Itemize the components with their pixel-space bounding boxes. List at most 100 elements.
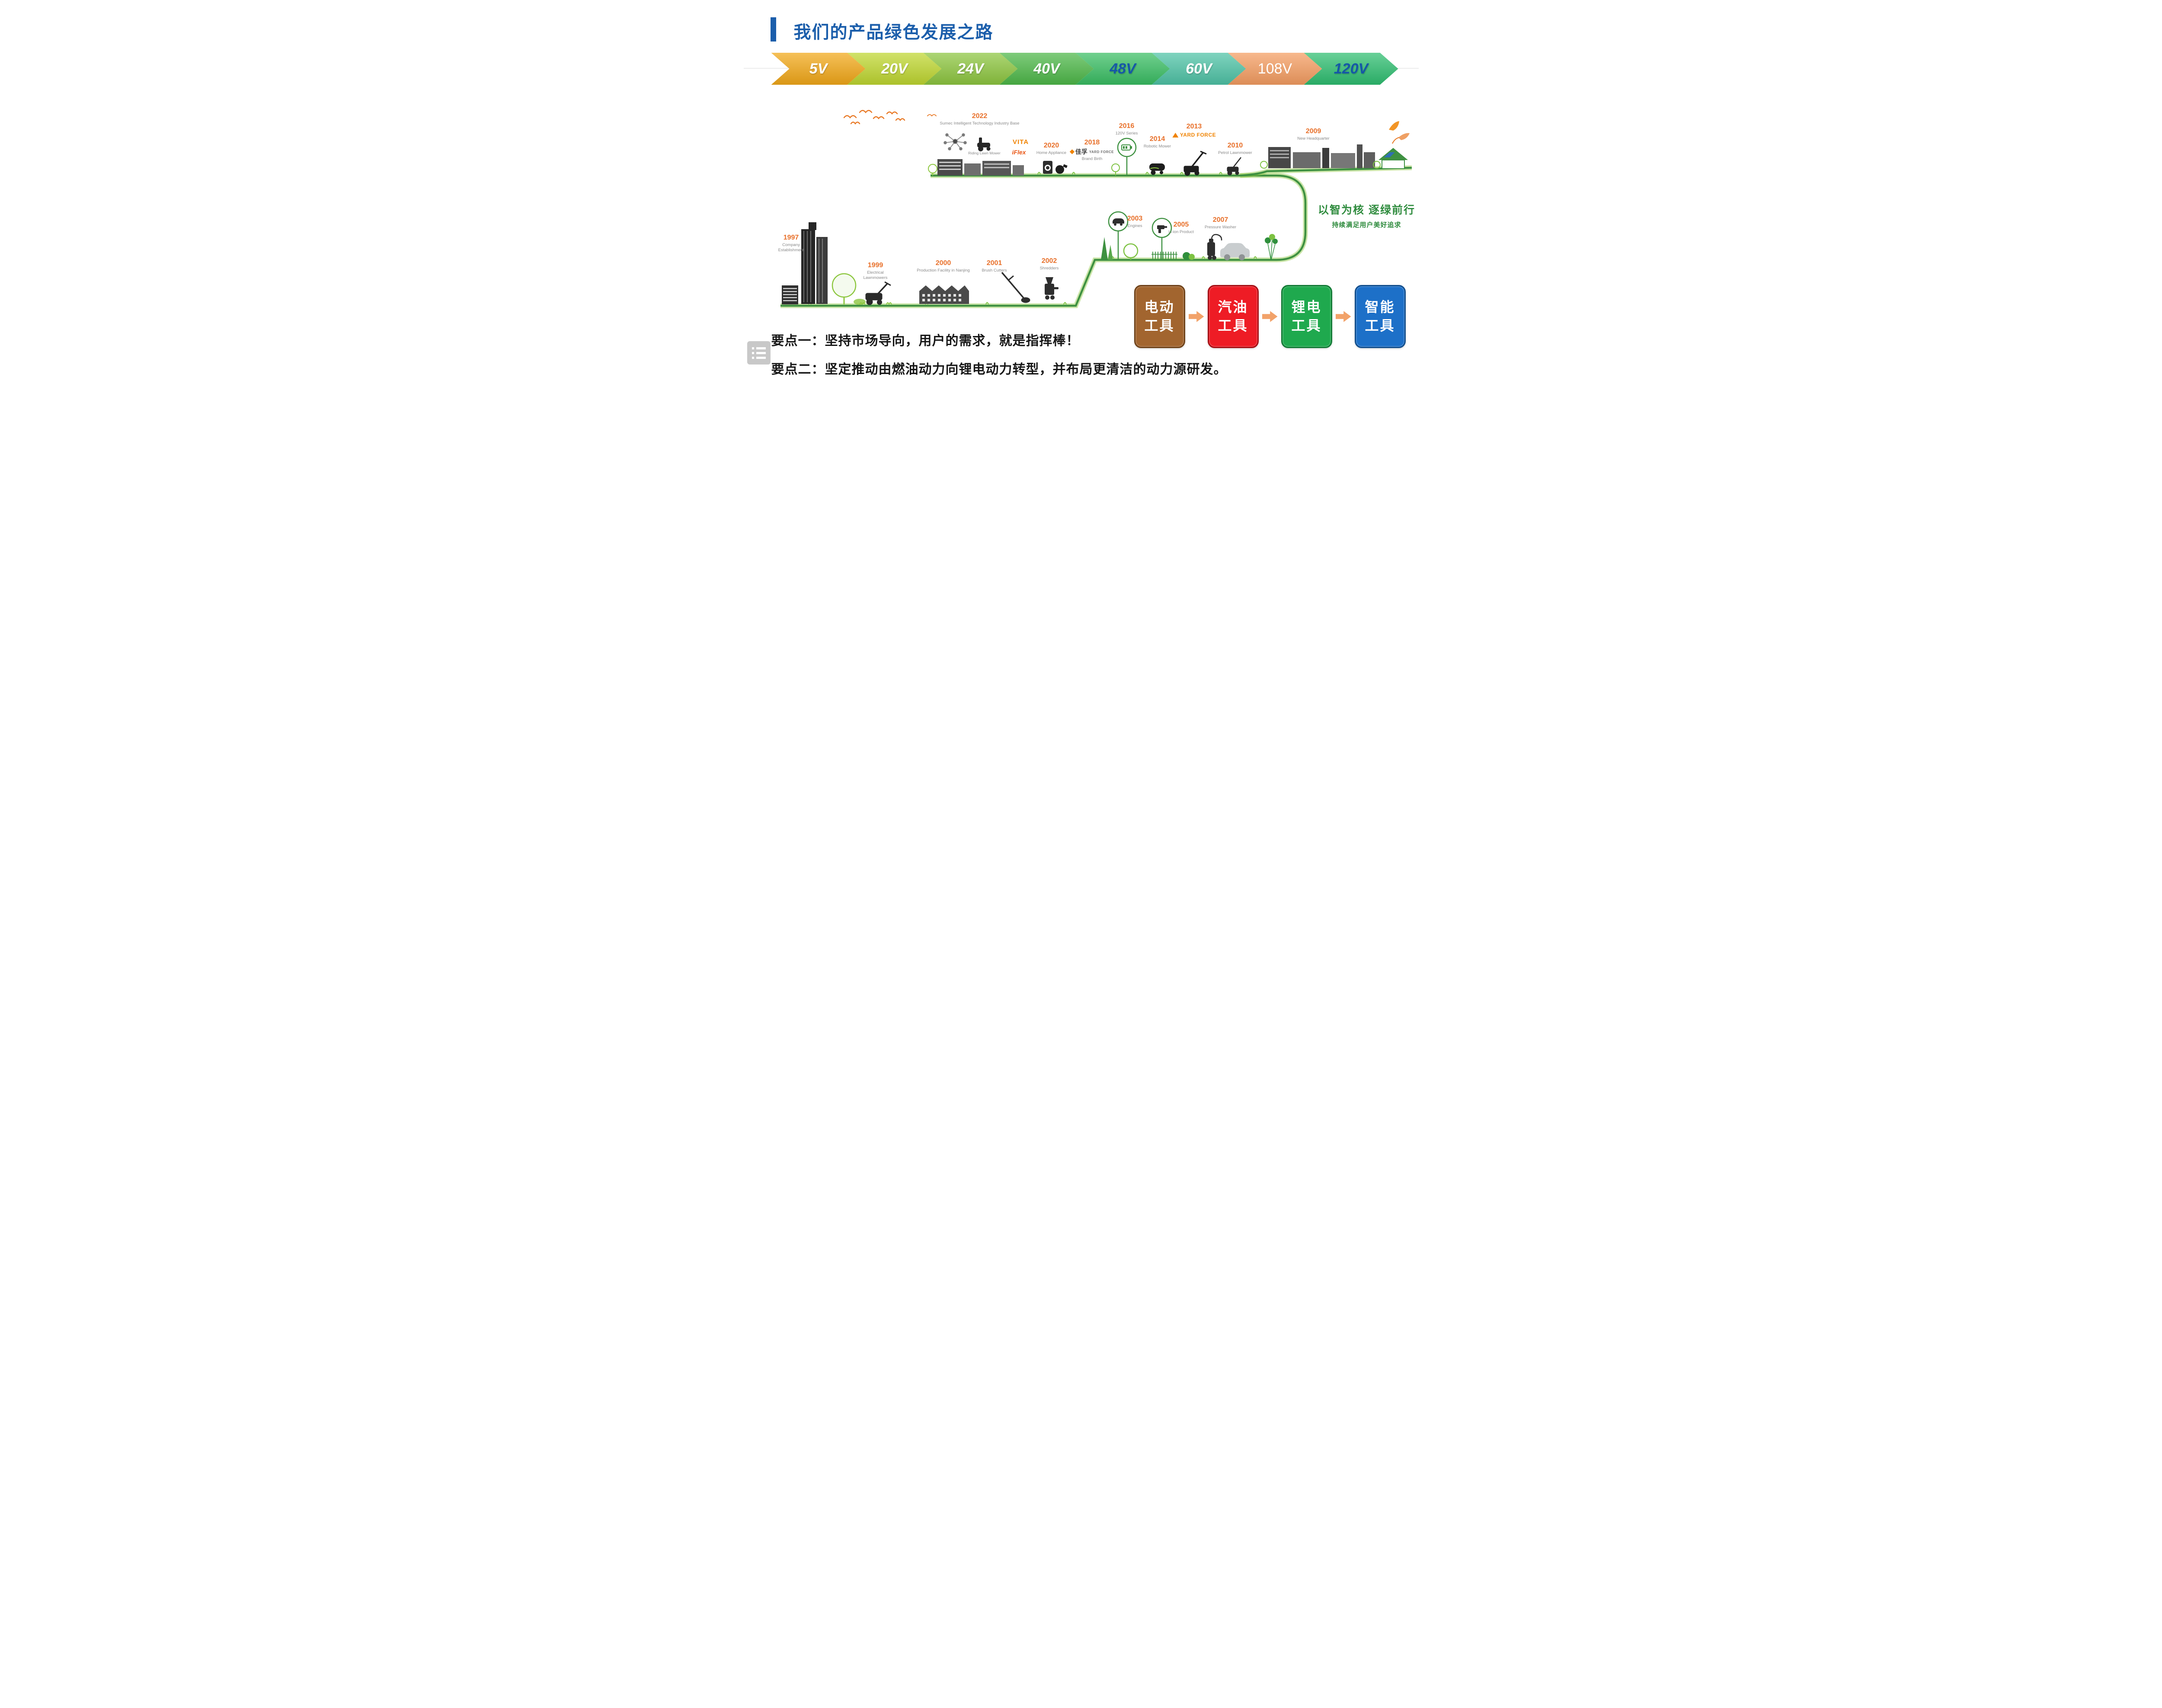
iflex-logo: iFlex: [1012, 149, 1026, 156]
milestone-2016: 2016 120V Series: [1105, 122, 1148, 136]
box-line1: 电动: [1144, 299, 1175, 315]
milestone-label: 120V Series: [1115, 131, 1138, 136]
milestone-label: Engines: [1127, 223, 1142, 228]
milestone-label: Brand Birth: [1081, 157, 1103, 161]
milestone-1997: 1997 Company Establishment: [771, 234, 812, 253]
slogan-block: 以智为核 逐绿前行 持续满足用户美好追求: [1315, 202, 1418, 229]
milestone-year: 2007: [1212, 216, 1228, 224]
push-mower-icon: [1183, 150, 1207, 176]
voltage-step-120v: 120V: [1304, 53, 1398, 85]
evolution-box-electric: 电动 工具: [1134, 285, 1185, 348]
milestone-2022: 2022 Sumec Intelligent Technology Indust…: [932, 112, 1027, 126]
voltage-label: 20V: [881, 60, 908, 77]
voltage-label: 40V: [1033, 60, 1060, 77]
milestone-sublabel: Riding Lawn Mower: [968, 151, 1001, 155]
milestone-label: Shredders: [1039, 265, 1059, 271]
battery-badge-icon: [1117, 138, 1136, 176]
evolution-box-smart: 智能 工具: [1354, 285, 1406, 348]
milestone-year: 2022: [972, 112, 988, 120]
milestone-1999: 1999 Electrical Lawnmowers: [855, 262, 896, 281]
milestone-label: Home Appliance: [1036, 150, 1067, 155]
slogan-line1: 以智为核 逐绿前行: [1318, 204, 1415, 216]
milestone-label: Sumec Intelligent Technology Industry Ba…: [940, 121, 1020, 126]
voltage-label: 5V: [809, 60, 828, 77]
milestone-2018-label: Brand Birth: [1068, 156, 1116, 162]
voltage-label: 108V: [1257, 60, 1292, 77]
birds-icon: [843, 110, 937, 125]
iot-network-icon: [943, 133, 967, 150]
milestone-year: 2013: [1186, 123, 1202, 130]
evolution-box-gasoline: 汽油 工具: [1207, 285, 1259, 348]
voltage-label: 60V: [1186, 60, 1212, 77]
petrol-mower-icon: [1227, 157, 1241, 176]
milestone-year: 2009: [1305, 128, 1321, 135]
milestone-year: 2003: [1127, 215, 1143, 222]
milestone-year: 2002: [1041, 257, 1057, 265]
title-accent-bar: [770, 17, 776, 42]
milestone-2003: 2003 Engines: [1116, 215, 1155, 229]
milestone-label: Pressure Washer: [1204, 224, 1237, 230]
milestone-2020: 2020 Home Appliance: [1028, 142, 1075, 156]
drill-badge-icon: [1151, 217, 1172, 260]
yardforce-logo-text: YARD FORCE: [1089, 150, 1114, 154]
yardforce-brand-logo: 佳孚 YARD FORCE: [1069, 147, 1114, 156]
brush-cutter-icon: [1001, 272, 1030, 303]
box-line1: 汽油: [1218, 299, 1248, 315]
factory-icon: [919, 285, 969, 304]
evolution-box-lithium: 锂电 工具: [1281, 285, 1332, 348]
milestone-label: Li-ion Product: [1168, 229, 1194, 234]
box-line2: 工具: [1218, 318, 1248, 333]
milestone-2001: 2001 Brush Cutters: [973, 259, 1016, 273]
milestone-label: Petrol Lawnmower: [1218, 150, 1252, 155]
pine-trees-icon: [1100, 237, 1138, 260]
milestone-2000: 2000 Production Facility in Nanjing: [907, 259, 980, 273]
voltage-chevron-row: 5V 20V 24V 40V 48V 60V 108V 120V: [771, 53, 1398, 85]
milestone-label: Production Facility in Nanjing: [917, 268, 970, 273]
milestone-2010: 2010 Petrol Lawnmower: [1212, 142, 1259, 156]
milestone-year: 2001: [986, 259, 1002, 267]
brand-mark-icon: [1069, 149, 1075, 154]
milestone-year: 2010: [1227, 142, 1243, 149]
milestone-2009: 2009 New Headquarter: [1286, 128, 1342, 141]
company-1997-icon: [781, 222, 866, 305]
box-line2: 工具: [1144, 318, 1175, 333]
milestone-year: 1997: [783, 234, 799, 241]
list-icon: [752, 356, 771, 359]
box-line1: 锂电: [1291, 299, 1322, 315]
milestone-year: 2020: [1043, 142, 1059, 149]
milestone-label: Robotic Mower: [1143, 144, 1171, 149]
campus-2022-icon: [927, 159, 1024, 176]
voltage-label: 48V: [1110, 60, 1136, 77]
milestone-year: 2016: [1119, 122, 1135, 130]
milestone-2018: 2018: [1066, 139, 1118, 147]
timeline-road-illustration: [780, 110, 1412, 308]
headquarters-2009-icon: [1260, 144, 1381, 169]
milestone-2014: 2014 Robotic Mower: [1136, 135, 1179, 149]
balloon-tree-icon: [1264, 234, 1278, 260]
milestone-year: 2000: [935, 259, 951, 267]
voltage-label: 120V: [1334, 60, 1369, 77]
milestone-year: 2014: [1149, 135, 1165, 143]
arrow-right-icon: [1262, 311, 1278, 322]
milestone-label: Electrical Lawnmowers: [863, 270, 888, 280]
milestone-year: 1999: [867, 262, 883, 269]
milestone-year: 2005: [1173, 221, 1189, 228]
jiafu-logo-text: 佳孚: [1075, 148, 1087, 155]
arrow-right-icon: [1188, 311, 1204, 322]
vita-logo: VITA: [1012, 138, 1029, 146]
electric-mower-icon: [865, 281, 891, 305]
milestone-2013: 2013: [1171, 123, 1218, 131]
robotic-mower-icon: [1149, 163, 1165, 175]
box-line2: 工具: [1365, 318, 1395, 333]
arrow-right-icon: [1335, 311, 1351, 322]
riding-mower-icon: [977, 138, 990, 151]
box-line1: 智能: [1365, 299, 1395, 315]
slogan-line2: 持续满足用户美好追求: [1332, 221, 1401, 229]
list-icon: [752, 352, 771, 354]
key-point-1: 要点一：坚持市场导向，用户的需求，就是指挥棒！: [771, 334, 1080, 348]
key-point-2: 要点二：坚定推动由燃油动力向锂电动力转型，并布局更清洁的动力源研发。: [771, 362, 1227, 377]
milestone-2002: 2002 Shredders: [1030, 257, 1069, 271]
outline-nav-button[interactable]: [747, 341, 771, 365]
voltage-label: 24V: [957, 60, 984, 77]
box-line2: 工具: [1291, 318, 1322, 333]
